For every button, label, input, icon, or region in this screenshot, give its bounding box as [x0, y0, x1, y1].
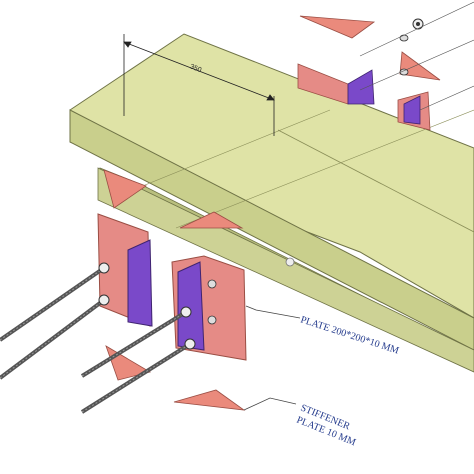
timber-beam [69, 33, 474, 373]
gusset-plate [179, 211, 244, 229]
hex-bolt-icon [80, 338, 196, 414]
beam-front-face [69, 109, 474, 351]
leader-line [419, 85, 474, 111]
stiffener-plate [403, 95, 421, 125]
hex-bolt-icon [0, 294, 110, 380]
plate-leader-line [245, 305, 301, 319]
beam-lower-face [97, 167, 474, 373]
hex-nut-icon [412, 18, 424, 30]
stiffener-leader-line [243, 397, 297, 411]
washer-icon [285, 257, 295, 267]
stiffener-plate [347, 69, 375, 105]
gusset-plate [173, 389, 246, 411]
beam-split-line-2 [117, 109, 331, 197]
washer-icon [399, 34, 409, 42]
dimension-value: 350 [189, 63, 203, 74]
plate-assembly-top [297, 1, 474, 131]
stiffener-plate [127, 239, 153, 327]
hex-bolt-icon [80, 306, 192, 378]
washer-icon [399, 68, 409, 76]
gusset-plate [299, 15, 376, 39]
hex-bolt-icon [0, 262, 110, 342]
dimension-line [123, 34, 275, 136]
stiffener-plate [177, 261, 205, 351]
washer-icon [207, 315, 217, 325]
beam-split-line-3 [175, 109, 474, 229]
gusset-plate [103, 169, 147, 209]
leader-line [359, 39, 474, 91]
washer-icon [207, 279, 217, 289]
beam-split-line [277, 129, 474, 233]
bolts [0, 257, 295, 414]
gusset-plate [399, 51, 441, 81]
leader-line [359, 1, 474, 57]
